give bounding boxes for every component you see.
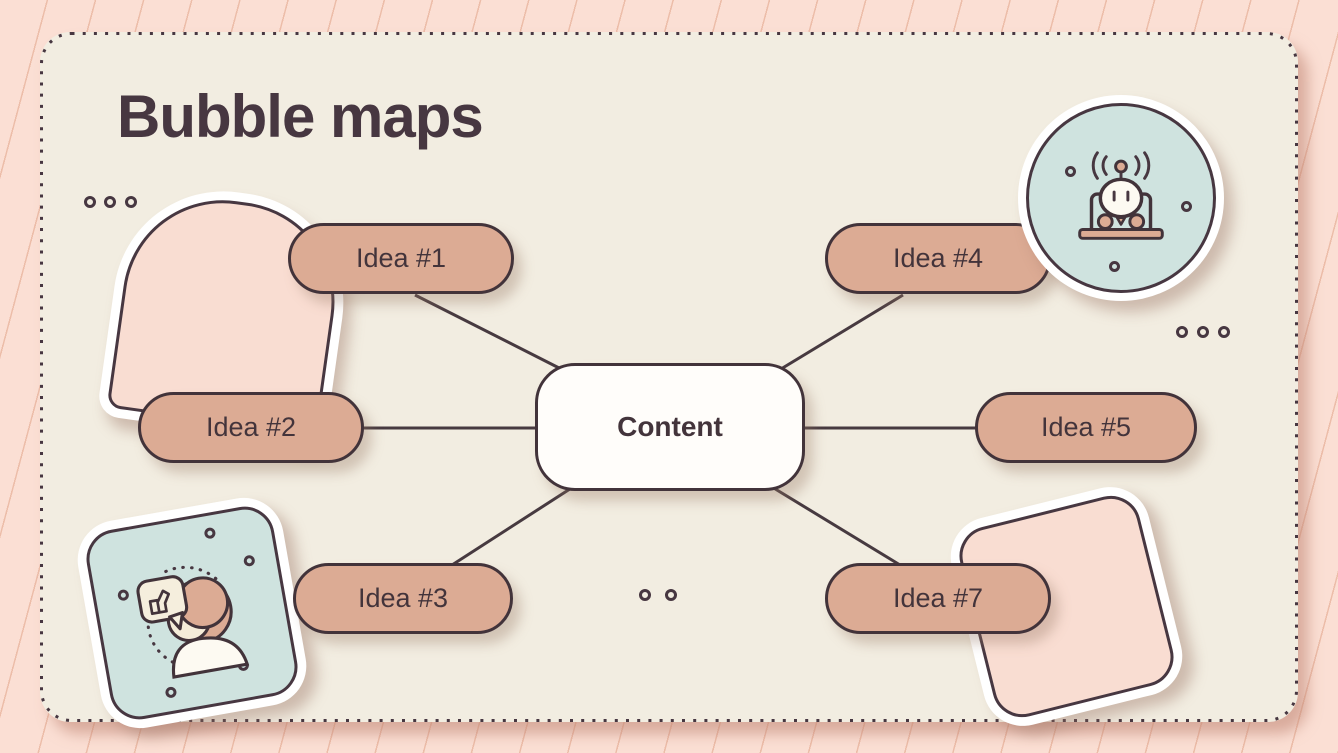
bubble-label: Idea #5	[1040, 412, 1132, 442]
bubble-label: Idea #1	[355, 243, 447, 273]
robot-laptop-sticker	[1018, 95, 1224, 301]
ring-dot	[1109, 261, 1120, 272]
bubble-label: Idea #4	[892, 243, 984, 273]
center-node-label: Content	[617, 411, 723, 442]
bubble-idea-7: Idea #7	[825, 563, 1051, 634]
bubble-idea-2: Idea #2	[138, 392, 364, 463]
center-node: Content	[535, 363, 805, 491]
ring-dot	[1197, 326, 1209, 338]
page-title: Bubble maps	[117, 83, 484, 150]
bubble-label: Idea #7	[892, 583, 984, 613]
person-thumbs-up-sticker	[71, 491, 313, 735]
ring-dot	[125, 196, 137, 208]
ring-dot	[1065, 166, 1076, 177]
bubble-label: Idea #3	[357, 583, 449, 613]
bubble-idea-3: Idea #3	[293, 563, 513, 634]
ring-dot	[639, 589, 651, 601]
ring-dot	[84, 196, 96, 208]
ring-dot	[1218, 326, 1230, 338]
robot-laptop-icon	[1078, 151, 1164, 240]
ring-dot	[1181, 201, 1192, 212]
ring-dot	[164, 685, 178, 699]
ring-dot	[203, 526, 217, 540]
bubble-idea-5: Idea #5	[975, 392, 1197, 463]
bubble-idea-1: Idea #1	[288, 223, 514, 294]
ring-dot	[1176, 326, 1188, 338]
robot-laptop-sticker-face	[1026, 103, 1216, 293]
ring-dot	[665, 589, 677, 601]
ring-dot	[104, 196, 116, 208]
person-thumbs-up-icon	[136, 565, 250, 679]
person-thumbs-up-sticker-face	[81, 501, 303, 725]
bubble-idea-4: Idea #4	[825, 223, 1051, 294]
bubble-label: Idea #2	[205, 412, 297, 442]
